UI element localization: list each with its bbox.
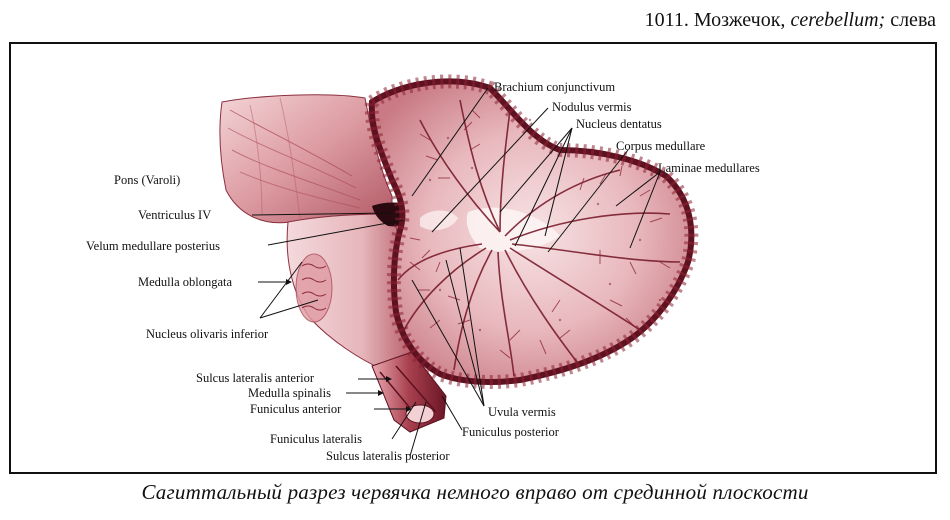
figure-title-latin: cerebellum; [790,9,886,31]
labels: Brachium conjunctivum Nodulus vermis Nuc… [86,80,760,463]
figure-header: 1011. Мозжечок, cerebellum; слева [645,10,936,30]
label-ventriculus-iv: Ventriculus IV [138,208,211,222]
figure-caption: Сагиттальный разрез червячка немного впр… [141,480,809,504]
figure-number: 1011. [644,9,689,31]
label-nucleus-dentatus: Nucleus dentatus [576,117,662,131]
label-brachium-conjunctivum: Brachium conjunctivum [494,80,615,94]
cerebellum-shape [364,74,699,389]
figure-frame [9,42,937,474]
label-corpus-medullare: Corpus medullare [616,139,706,153]
figure-side: слева [890,9,936,31]
label-uvula-vermis: Uvula vermis [488,405,556,419]
label-sulcus-lateralis-posterior: Sulcus lateralis posterior [326,449,450,463]
label-funiculus-lateralis: Funiculus lateralis [270,432,362,446]
leader-arrowheads [286,279,412,412]
label-nodulus-vermis: Nodulus vermis [552,100,632,114]
label-medulla-spinalis: Medulla spinalis [248,386,331,400]
medulla-oblongata-shape [286,213,413,373]
label-laminae-medullares: Laminae medullares [658,161,760,175]
label-funiculus-anterior: Funiculus anterior [250,402,342,416]
label-pons: Pons (Varoli) [114,173,180,187]
label-nucleus-olivaris-inferior: Nucleus olivaris inferior [146,327,269,341]
figure-title-ru: Мозжечок, [693,9,786,31]
label-sulcus-lateralis-anterior: Sulcus lateralis anterior [196,371,315,385]
leader-lines [251,87,661,457]
label-funiculus-posterior: Funiculus posterior [462,425,560,439]
label-medulla-oblongata: Medulla oblongata [138,275,233,289]
label-velum-medullare-posterius: Velum medullare posterius [86,239,220,253]
